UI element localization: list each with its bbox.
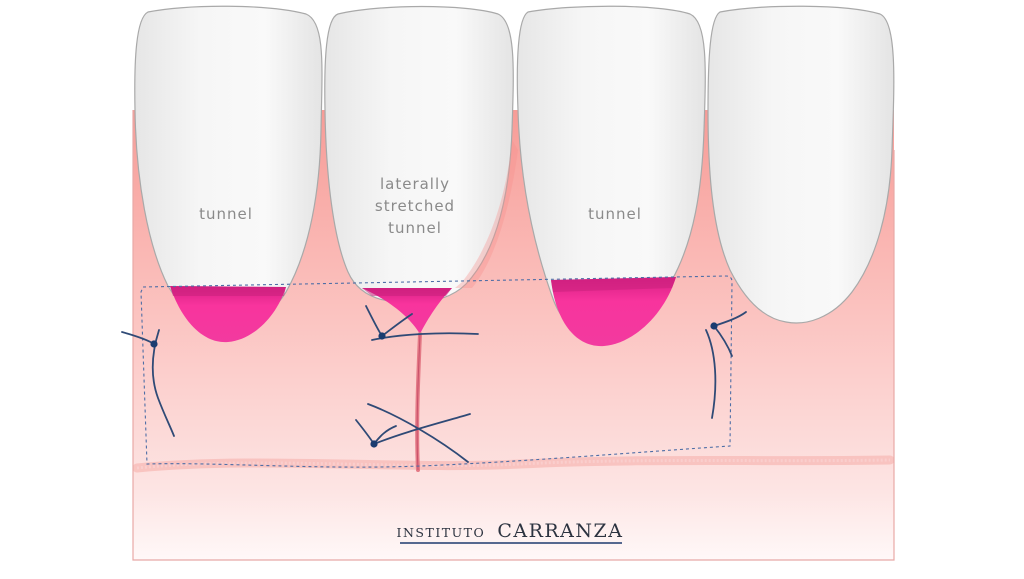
brand-small-text: Instituto <box>397 525 486 540</box>
stretched-papilla <box>455 140 518 288</box>
tunnel-pocket-3 <box>551 277 676 347</box>
suture-knot-icon <box>150 340 158 348</box>
brand-logo: Instituto Carranza <box>397 520 624 544</box>
brand-large-text: Carranza <box>497 520 623 542</box>
tooth-4 <box>707 5 895 324</box>
label-tunnel-2: tunnel <box>388 219 442 237</box>
tunnel-pocket-1 <box>170 286 286 343</box>
label-tunnel-1: tunnel <box>199 205 253 223</box>
graft-outline <box>140 275 733 468</box>
suture-knot-icon <box>378 332 386 340</box>
label-laterally: laterally <box>380 175 450 193</box>
tooth-2 <box>324 5 514 304</box>
suture-knot-icon <box>710 322 718 330</box>
label-stretched: stretched <box>375 197 455 215</box>
suture-knot-icon <box>370 440 378 448</box>
tunnel-pocket-2 <box>362 288 452 334</box>
label-tunnel-3: tunnel <box>588 205 642 223</box>
svg-text:Instituto Carranza: Instituto Carranza <box>397 520 624 542</box>
